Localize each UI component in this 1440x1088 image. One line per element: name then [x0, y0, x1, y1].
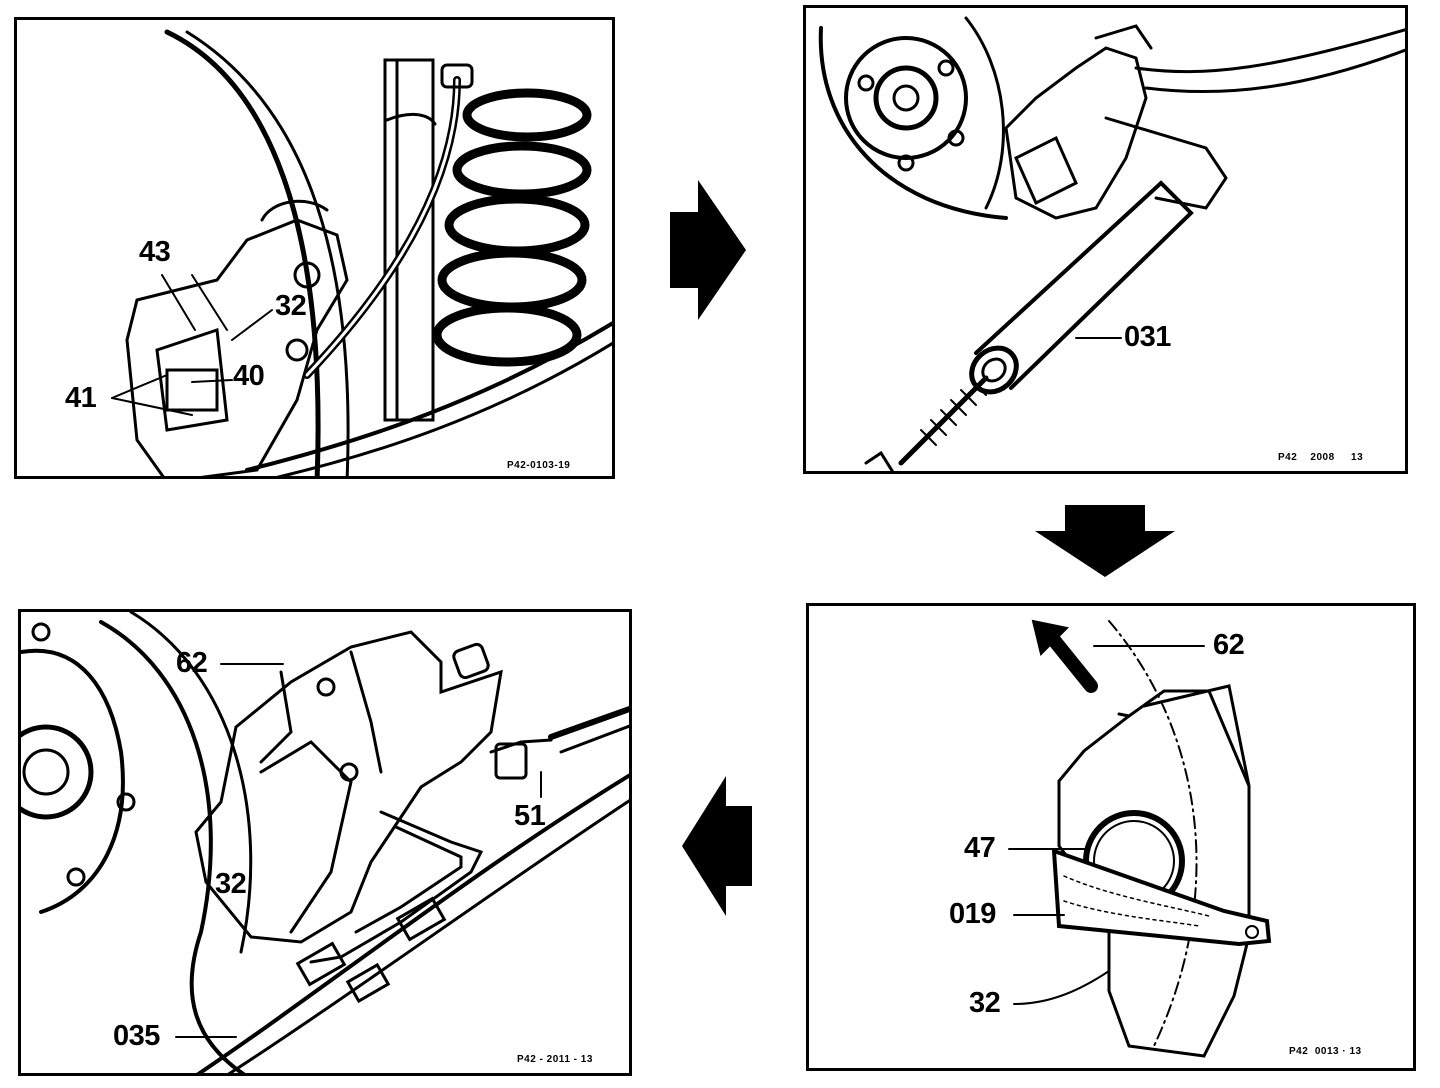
callout-51: 51: [514, 800, 546, 832]
drift-tool-drawing: [818, 16, 1405, 471]
callout-32: 32: [275, 290, 307, 322]
flow-arrow-left-icon: [682, 776, 752, 916]
callout-32: 32: [215, 868, 247, 900]
flow-arrow-right-icon: [670, 180, 746, 320]
caliper-installed-drawing: [21, 612, 629, 1073]
callout-40: 40: [233, 360, 265, 392]
callout-035: 035: [113, 1020, 160, 1052]
callout-41: 41: [65, 382, 97, 414]
piston-position-drawing: [1008, 619, 1272, 1058]
callout-32: 32: [969, 987, 1001, 1019]
flow-arrow-down-icon: [1035, 505, 1175, 577]
callout-62: 62: [176, 647, 208, 679]
figure-code: P42 0013 · 13: [1289, 1046, 1362, 1057]
callout-019: 019: [949, 898, 996, 930]
panel-caliper-installed: 62 51 32 035 P42 - 2011 - 13: [18, 609, 632, 1076]
panel-caliper-overview: 43 32 41 40 P42-0103-19: [14, 17, 615, 479]
panel-drift-tool: 031 P42 2008 13: [803, 5, 1408, 474]
callout-031: 031: [1124, 321, 1171, 353]
callout-43: 43: [139, 236, 171, 268]
callout-47: 47: [964, 832, 996, 864]
figure-code: P42-0103-19: [507, 460, 571, 471]
panel-piston-position: 62 47 019 32 P42 0013 · 13: [806, 603, 1416, 1071]
caliper-overview-drawing: [111, 29, 612, 476]
figure-code: P42 2008 13: [1278, 452, 1364, 463]
callout-62: 62: [1213, 629, 1245, 661]
figure-code: P42 - 2011 - 13: [517, 1054, 593, 1065]
